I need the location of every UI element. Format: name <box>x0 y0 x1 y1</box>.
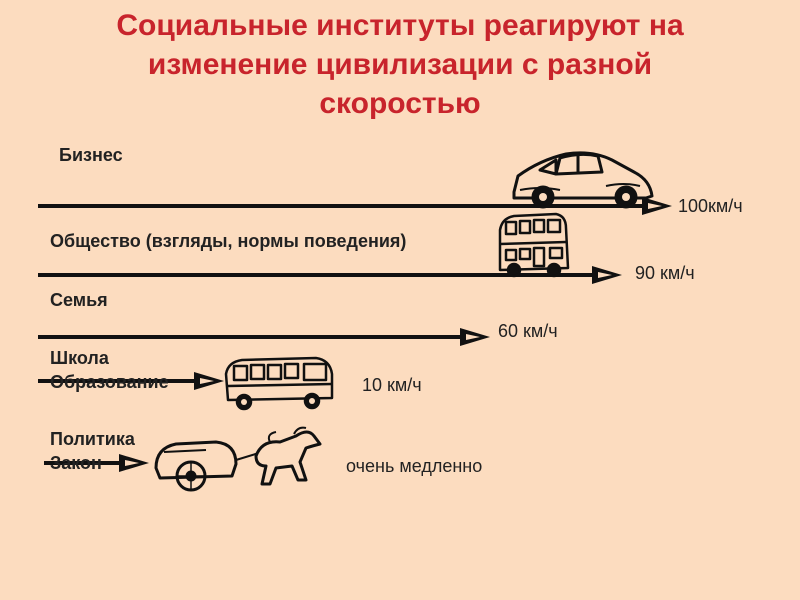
row-label-politics: Политика <box>50 429 135 449</box>
arrow-business <box>38 197 672 215</box>
double-decker-bus-icon <box>498 212 570 278</box>
row-label-business: Бизнес <box>59 145 123 165</box>
speed-label-society: 90 км/ч <box>635 263 695 283</box>
speed-label-family: 60 км/ч <box>498 321 558 341</box>
speed-label-business: 100км/ч <box>678 196 743 216</box>
row-label-school: Школа <box>50 348 109 368</box>
row-label-family: Семья <box>50 290 108 310</box>
row-label-education: Образование <box>50 372 169 392</box>
speed-label-politics: очень медленно <box>346 456 483 476</box>
title-line-3: скоростью <box>319 87 481 120</box>
arrow-society <box>38 266 622 284</box>
arrow-school <box>38 372 224 390</box>
car-icon <box>512 151 654 209</box>
arrow-family <box>38 328 490 346</box>
bus-icon <box>224 356 334 411</box>
title-line-2: изменение цивилизации с разной <box>147 48 653 81</box>
arrow-politics <box>44 454 149 472</box>
row-label-law: Закон <box>50 453 102 473</box>
slide-title: Социальные институты реагируют на измене… <box>40 6 760 123</box>
title-line-1: Социальные институты реагируют на <box>116 9 684 42</box>
row-label-society: Общество (взгляды, нормы поведения) <box>50 231 407 251</box>
horse-carriage-icon <box>154 426 322 492</box>
speed-label-school: 10 км/ч <box>362 375 422 395</box>
